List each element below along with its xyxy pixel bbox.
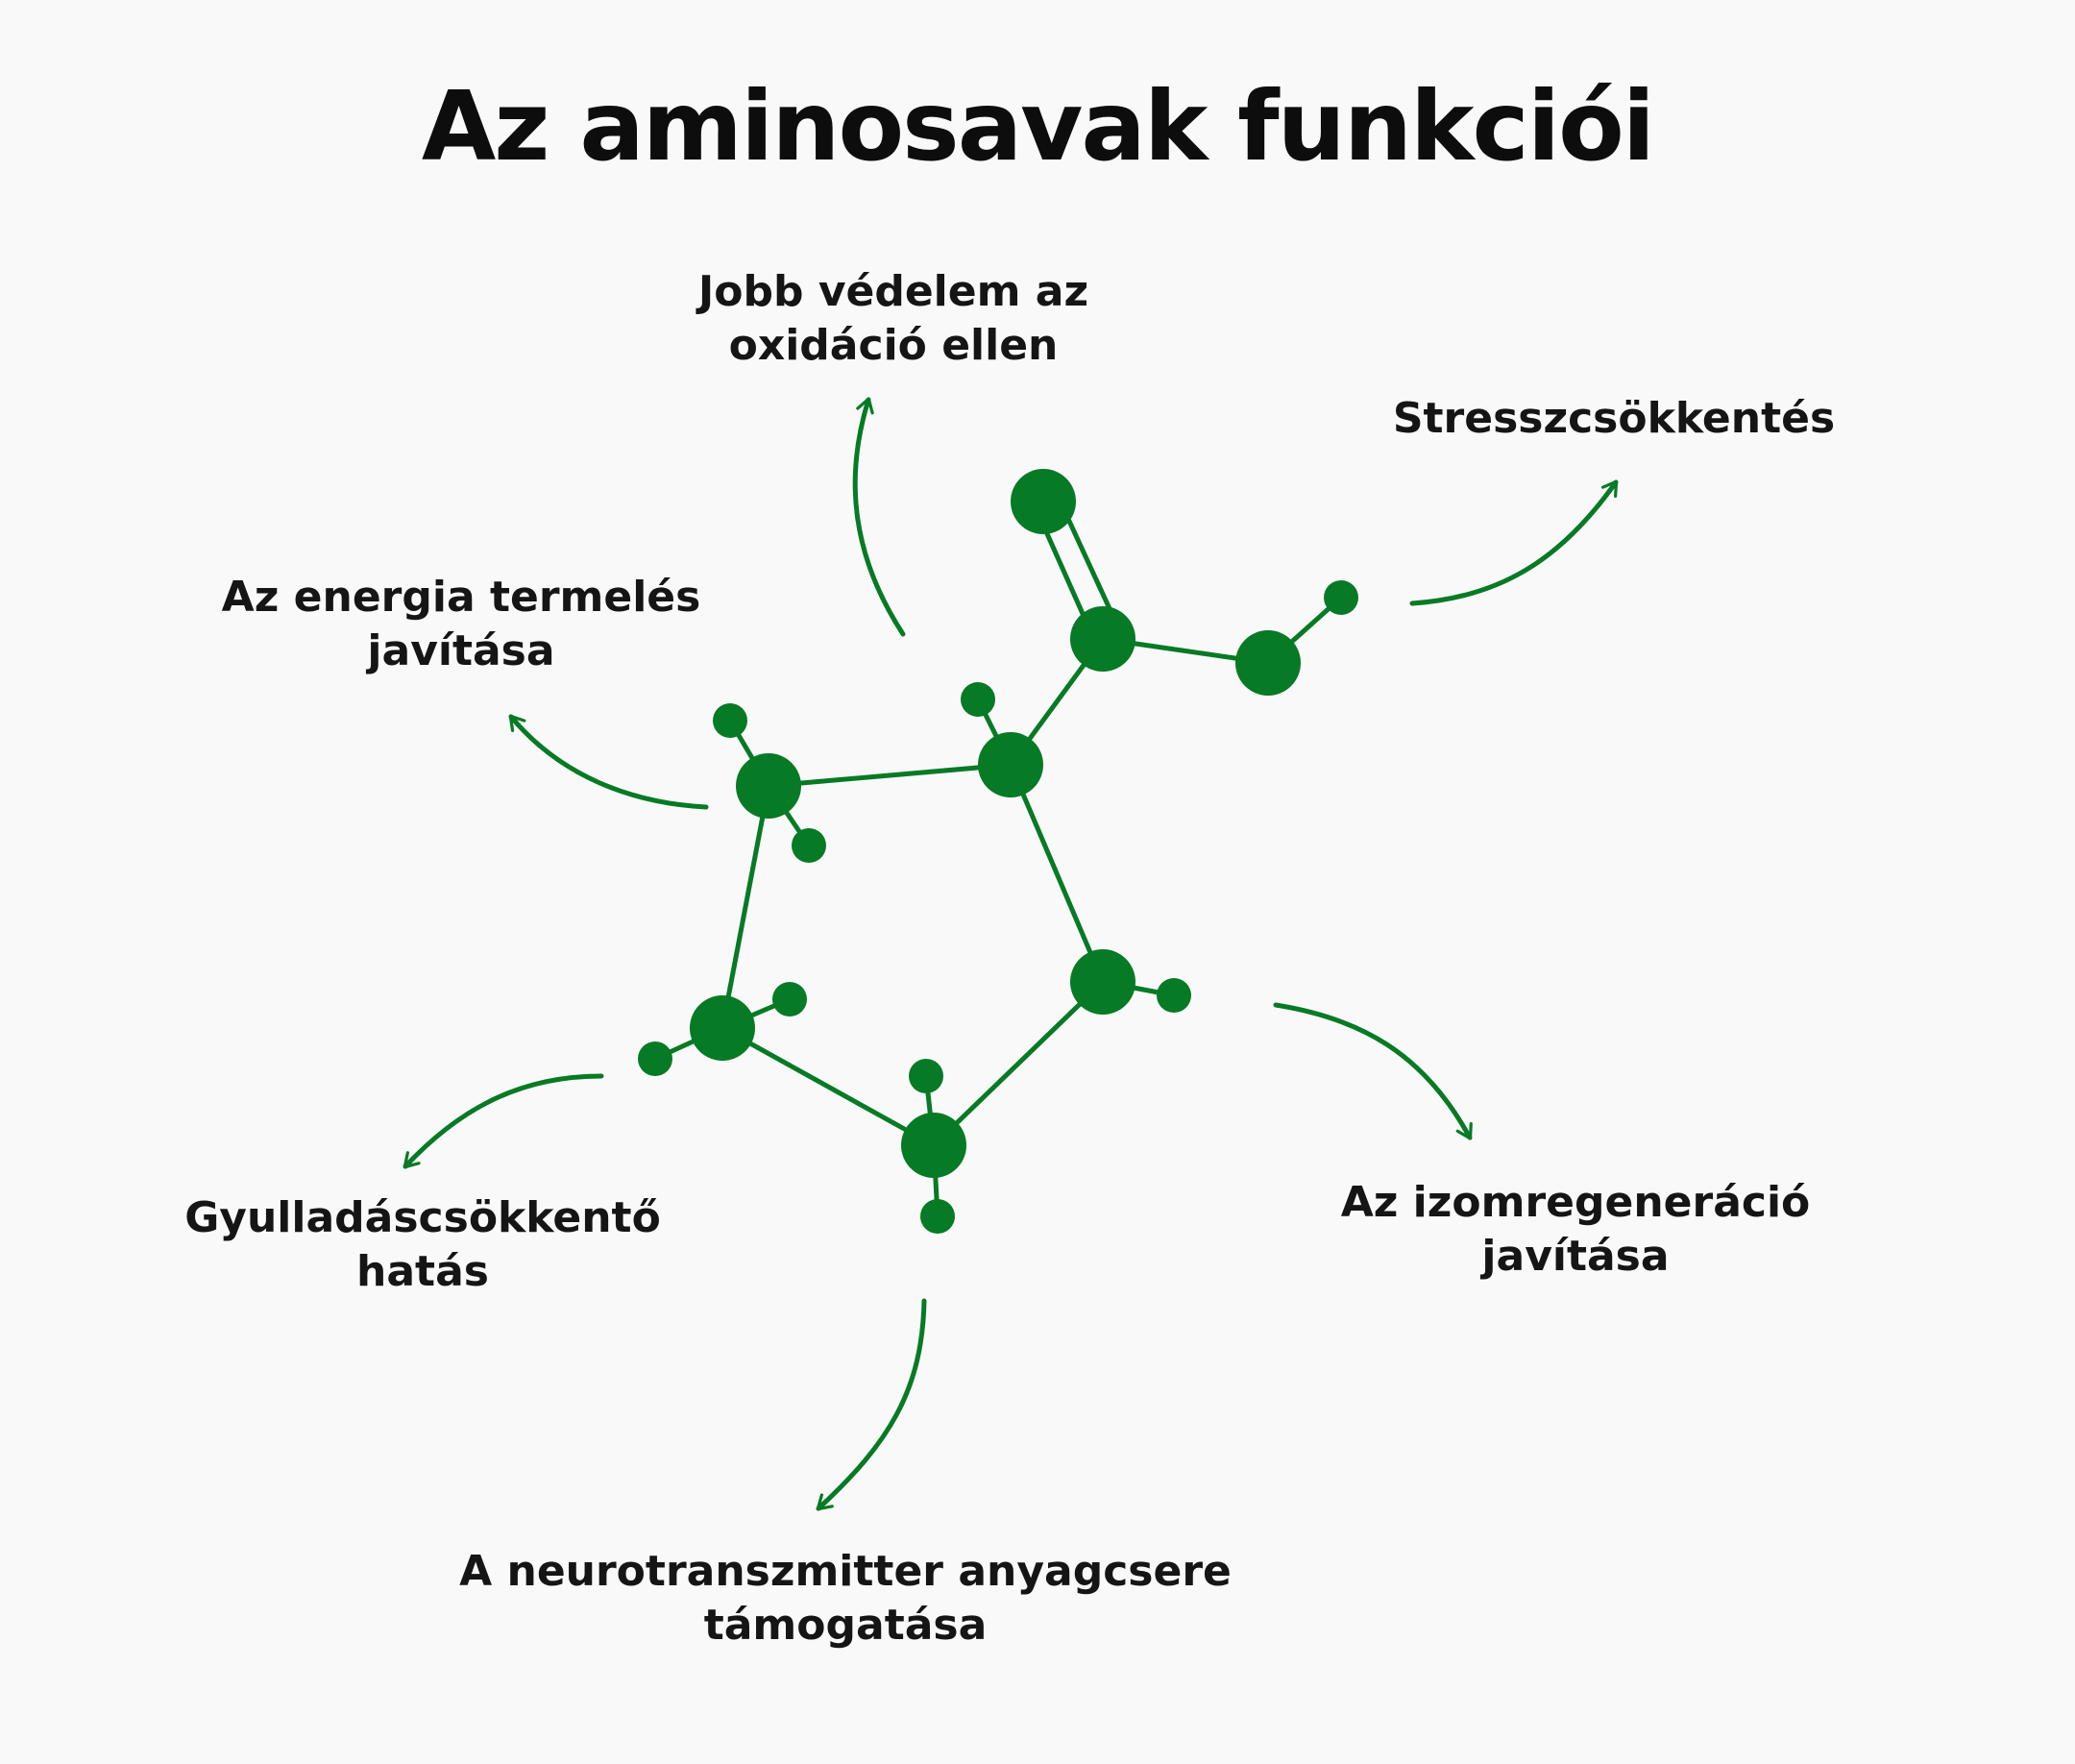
bond-c5-c1 bbox=[720, 783, 771, 1031]
arrow-to-inflammation bbox=[403, 1073, 604, 1169]
atoms bbox=[638, 469, 1358, 1234]
atom-h-c1-top bbox=[713, 703, 747, 738]
atom-carboxyl-carbon bbox=[1070, 606, 1135, 672]
atom-ring-c1 bbox=[736, 753, 801, 819]
atom-ring-c3 bbox=[1070, 949, 1135, 1015]
bond-c2-c3 bbox=[1008, 762, 1106, 985]
function-label-line: Gyulladáscsökkentő bbox=[184, 1193, 661, 1242]
bond-c4-c5 bbox=[720, 1025, 937, 1148]
function-label-inflammation: Gyulladáscsökkentő hatás bbox=[154, 1191, 692, 1299]
function-label-line: Jobb védelem az bbox=[697, 267, 1089, 316]
arrow-to-energy bbox=[508, 714, 709, 810]
function-label-oxidation: Jobb védelem az oxidáció ellen bbox=[586, 265, 1201, 373]
arrow-to-muscle bbox=[1273, 1002, 1473, 1140]
function-label-line: javítása bbox=[367, 626, 555, 675]
function-label-line: Az izomregeneráció bbox=[1340, 1178, 1811, 1227]
function-label-stress: Stresszcsökkentés bbox=[1345, 392, 1883, 446]
atom-h-c4-top bbox=[909, 1059, 943, 1093]
bond-c1-c2 bbox=[766, 762, 1013, 789]
function-label-line: Stresszcsökkentés bbox=[1392, 394, 1836, 443]
atom-h-c5-right bbox=[772, 982, 807, 1017]
function-label-line: támogatása bbox=[703, 1601, 988, 1650]
function-label-neurotransmitter: A neurotranszmitter anyagcsere támogatás… bbox=[384, 1545, 1306, 1653]
function-label-line: oxidáció ellen bbox=[728, 321, 1059, 370]
atom-h-c5-left bbox=[638, 1041, 672, 1076]
page-title: Az aminosavak funkciói bbox=[421, 70, 1655, 183]
atom-ring-c4 bbox=[901, 1113, 966, 1178]
atom-h-c4-bottom bbox=[920, 1199, 955, 1234]
atom-hydroxyl-hydrogen bbox=[1324, 580, 1358, 615]
function-label-line: Az energia termelés bbox=[221, 573, 701, 622]
atom-h-c2 bbox=[961, 682, 995, 717]
atom-ring-c5 bbox=[690, 995, 755, 1061]
atom-h-c3 bbox=[1157, 978, 1191, 1013]
atom-hydroxyl-oxygen bbox=[1235, 630, 1301, 696]
arrow-to-stress bbox=[1409, 479, 1619, 606]
function-label-muscle: Az izomregeneráció javítása bbox=[1287, 1176, 1864, 1284]
function-label-line: hatás bbox=[356, 1247, 489, 1296]
arrows bbox=[403, 397, 1619, 1511]
function-label-line: javítása bbox=[1481, 1232, 1670, 1281]
bond-c3-c4 bbox=[931, 979, 1106, 1148]
atom-ring-c2 bbox=[978, 732, 1043, 797]
atom-oxygen-double bbox=[1011, 469, 1076, 534]
ring-bonds bbox=[720, 762, 1106, 1148]
arrow-to-oxidation bbox=[852, 397, 906, 637]
arrow-to-neurotransmitter bbox=[816, 1298, 927, 1511]
function-label-energy: Az energia termelés javítása bbox=[154, 571, 769, 678]
function-label-line: A neurotranszmitter anyagcsere bbox=[459, 1547, 1232, 1596]
atom-h-c1-bottom bbox=[792, 828, 826, 863]
